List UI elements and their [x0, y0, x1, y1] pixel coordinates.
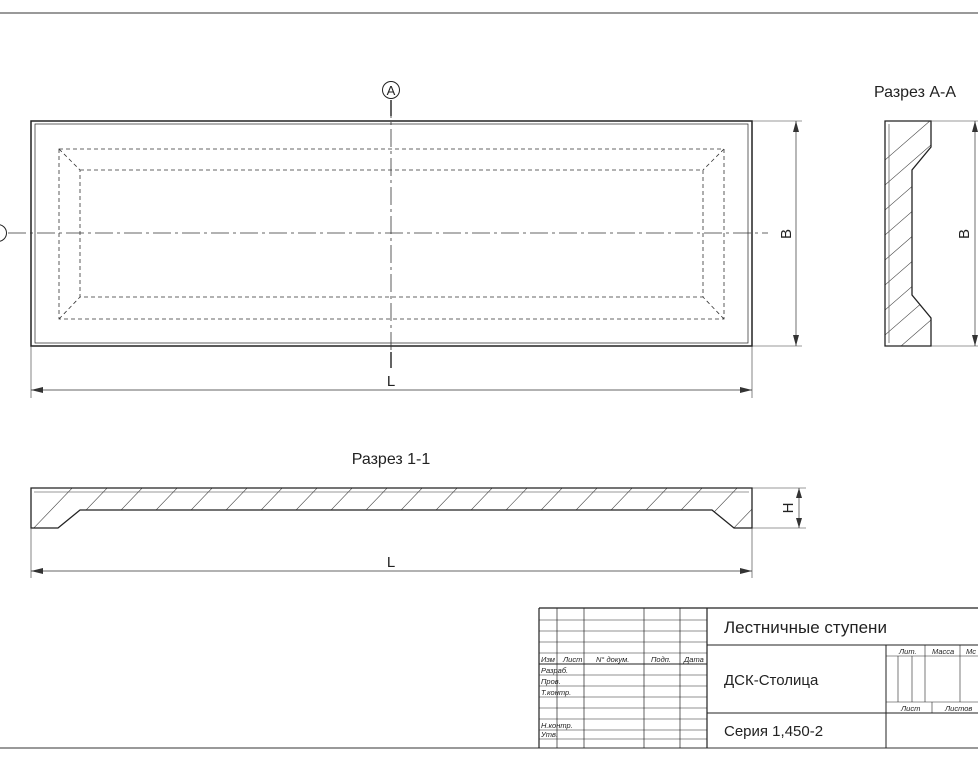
- dim-arrow: [972, 335, 978, 346]
- tb-col-header: Подп.: [651, 655, 671, 664]
- tb-col-header: Дата: [683, 655, 704, 664]
- dim-b-section-label: B: [956, 229, 973, 239]
- section-aa-outline: [884, 120, 932, 347]
- dim-arrow: [796, 518, 802, 528]
- dim-b-label: B: [778, 229, 795, 239]
- dim-arrow: [796, 488, 802, 498]
- tb-sheet-label: Листов: [944, 704, 972, 713]
- tb-row-label: Н.контр.: [541, 721, 573, 730]
- tb-row-label: Утв.: [540, 730, 558, 739]
- plan-hidden-inner: [79, 169, 704, 298]
- dim-arrow: [740, 387, 752, 393]
- tb-col-header: N° докум.: [596, 655, 629, 664]
- section-11-hatching: [31, 488, 752, 528]
- tb-sheet-label: Лист: [900, 704, 920, 713]
- section-11-title: Разрез 1-1: [352, 451, 431, 468]
- plan-hidden-corner: [58, 148, 81, 171]
- tb-row-label: Пров.: [541, 677, 561, 686]
- plan-view: A B L: [0, 81, 802, 398]
- tb-organization: ДСК-Столица: [724, 672, 819, 689]
- plan-inner-outline: [34, 123, 749, 344]
- tb-stage-header: Масса: [932, 647, 954, 656]
- section-marker-a-label: A: [387, 83, 396, 98]
- tb-stage-header: Мс: [966, 647, 976, 656]
- dim-arrow: [793, 335, 799, 346]
- tb-row-label: Разраб.: [541, 666, 568, 675]
- section-11-outline: [30, 487, 753, 529]
- section-aa-title: Разрез А-А: [874, 84, 956, 101]
- dim-l-label: L: [387, 373, 395, 390]
- dim-arrow: [31, 568, 43, 574]
- dim-l-section-label: L: [387, 554, 395, 571]
- tb-title: Лестничные ступени: [724, 618, 887, 637]
- dim-h-label: H: [780, 503, 797, 514]
- tb-col-header: Лист: [562, 655, 582, 664]
- plan-outer-outline: [30, 120, 753, 347]
- tb-stage-header: Лит.: [898, 647, 917, 656]
- dim-arrow: [31, 387, 43, 393]
- title-block: Изм Лист N° докум. Подп. Дата Разраб. Пр…: [538, 607, 978, 748]
- section-marker-a-circle: [382, 81, 400, 99]
- plan-hidden-outer: [58, 148, 725, 320]
- plan-hidden-corner: [58, 296, 81, 320]
- section-marker-1-circle: [0, 224, 7, 242]
- plan-hidden-corner: [702, 296, 725, 320]
- tb-series: Серия 1,450-2: [724, 723, 823, 740]
- tb-row-label: Т.контр.: [541, 688, 571, 697]
- tb-col-header: Изм: [541, 655, 555, 664]
- section-aa-view: Разрез А-А B: [874, 84, 978, 347]
- section-11-view: Разрез 1-1: [30, 451, 806, 578]
- plan-hidden-corner: [702, 148, 725, 171]
- dim-arrow: [793, 121, 799, 132]
- dim-arrow: [972, 121, 978, 132]
- dim-arrow: [740, 568, 752, 574]
